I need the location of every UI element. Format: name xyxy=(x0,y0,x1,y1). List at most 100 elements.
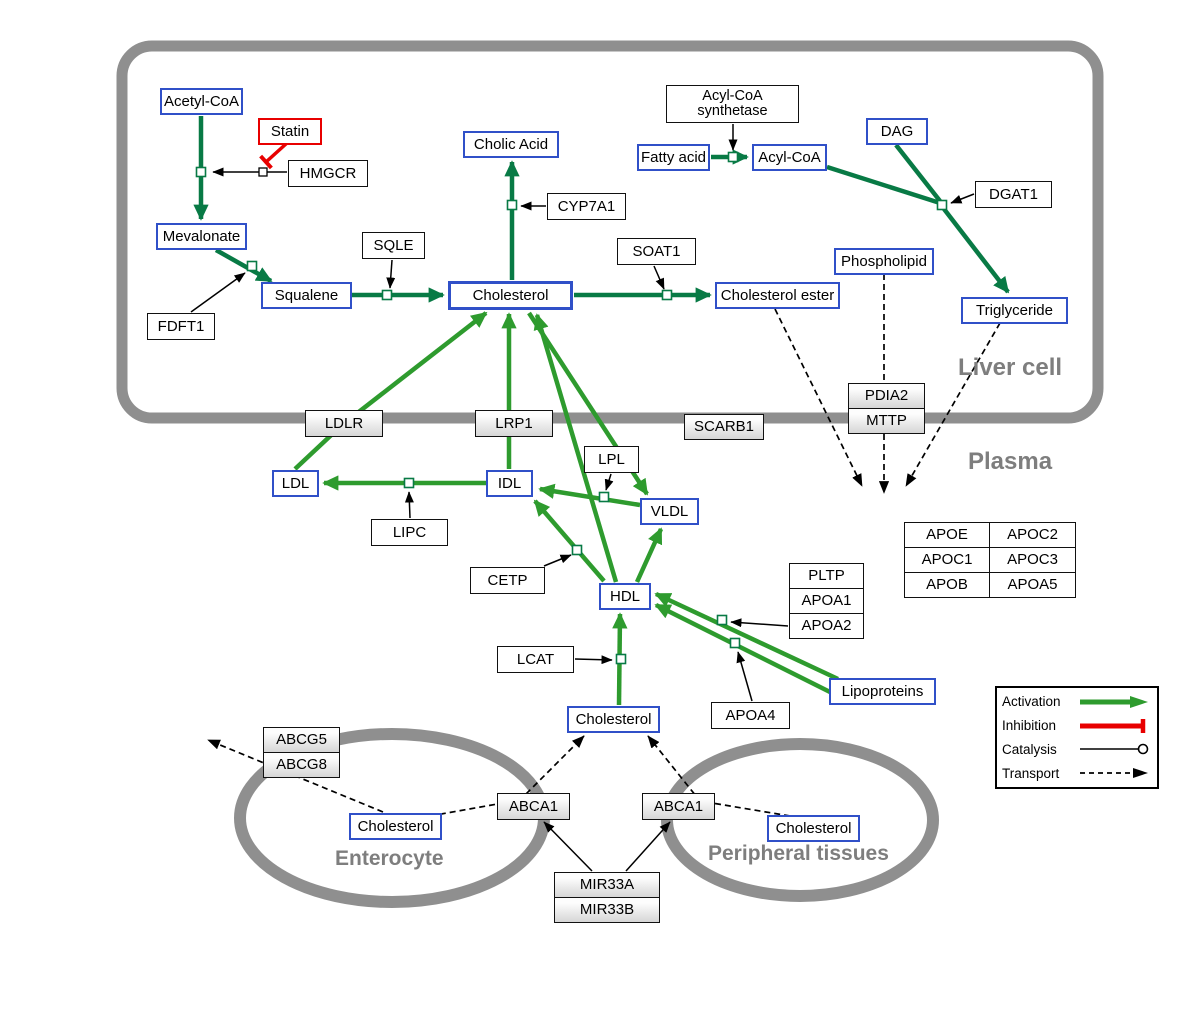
edge-triglyceride-to-plasma xyxy=(905,322,1001,487)
edge-dgat1-catalysis xyxy=(950,193,975,204)
node-abca1-enterocyte[interactable]: ABCA1 xyxy=(497,793,570,820)
node-phospholipid[interactable]: Phospholipid xyxy=(834,248,934,275)
node-acyl-coa[interactable]: Acyl-CoA xyxy=(752,144,827,171)
node-pdia2[interactable]: PDIA2 xyxy=(848,383,925,409)
node-vldl[interactable]: VLDL xyxy=(640,498,699,525)
node-scarb1[interactable]: SCARB1 xyxy=(684,414,764,440)
node-idl[interactable]: IDL xyxy=(486,470,533,497)
node-mevalonate[interactable]: Mevalonate xyxy=(156,223,247,250)
node-cholesterol-liver[interactable]: Cholesterol xyxy=(448,281,573,310)
edge-cetp-catalysis xyxy=(543,554,572,567)
node-apoa2[interactable]: APOA2 xyxy=(789,613,864,639)
liver-cell-outline xyxy=(116,40,1104,424)
apo-table-cell-apoe[interactable]: APOE xyxy=(904,522,990,548)
node-cholic-acid[interactable]: Cholic Acid xyxy=(463,131,559,158)
edge-lcat-catalysis xyxy=(574,655,613,665)
edge-mir33-to-abca1-left xyxy=(543,821,593,872)
node-cholesterol-ester[interactable]: Cholesterol ester xyxy=(715,282,840,309)
node-statin[interactable]: Statin xyxy=(258,118,322,145)
node-acyl-coa-synthetase[interactable]: Acyl-CoA synthetase xyxy=(666,85,799,123)
legend-activation-label: Activation xyxy=(1002,694,1061,710)
node-acetyl-coa[interactable]: Acetyl-CoA xyxy=(160,88,243,115)
node-dag[interactable]: DAG xyxy=(866,118,928,145)
acs-line2: synthetase xyxy=(697,103,768,119)
apo-table-cell-apoc1[interactable]: APOC1 xyxy=(904,547,990,573)
inhibition-tbar-icon xyxy=(1080,718,1146,733)
edge-hdl-to-vldl xyxy=(634,527,664,583)
edge-lipc-catalysis xyxy=(404,491,414,519)
node-fdft1[interactable]: FDFT1 xyxy=(147,313,215,340)
node-hdl[interactable]: HDL xyxy=(599,583,651,610)
node-lipc[interactable]: LIPC xyxy=(371,519,448,546)
node-abca1-peripheral[interactable]: ABCA1 xyxy=(642,793,715,820)
legend-transport-label: Transport xyxy=(1002,765,1060,781)
apo-table-cell-apob[interactable]: APOB xyxy=(904,572,990,598)
node-lipoproteins[interactable]: Lipoproteins xyxy=(829,678,936,705)
legend-catalysis-label: Catalysis xyxy=(1002,741,1057,757)
edge-cholester-to-plasma xyxy=(774,308,863,487)
node-cetp[interactable]: CETP xyxy=(470,567,545,594)
edge-vldl-to-idl xyxy=(538,483,641,508)
node-mttp[interactable]: MTTP xyxy=(848,408,925,434)
legend-row-inhibition: Inhibition xyxy=(1002,714,1152,738)
node-fatty-acid[interactable]: Fatty acid xyxy=(637,144,710,171)
edge-ldl-ldlr-cholesterol xyxy=(293,311,488,471)
edge-mir33-to-abca1-right xyxy=(625,821,671,872)
label-liver-cell: Liver cell xyxy=(958,354,1063,381)
edge-sqle-catalysis xyxy=(386,259,396,289)
node-mir33a[interactable]: MIR33A xyxy=(554,872,660,898)
edge-lipoproteins-to-hdl-2 xyxy=(654,602,852,705)
node-soat1[interactable]: SOAT1 xyxy=(617,238,696,265)
apo-table-cell-apoc3[interactable]: APOC3 xyxy=(989,547,1076,573)
node-cyp7a1[interactable]: CYP7A1 xyxy=(547,193,626,220)
catalysis-circle-icon xyxy=(1080,744,1149,755)
node-dgat1[interactable]: DGAT1 xyxy=(975,181,1052,208)
legend-row-transport: Transport xyxy=(1002,761,1152,785)
node-apoa4[interactable]: APOA4 xyxy=(711,702,790,729)
node-lpl[interactable]: LPL xyxy=(584,446,639,473)
catalysis-edges xyxy=(190,124,975,872)
legend: Activation Inhibition Catalysis Transpor… xyxy=(995,686,1159,789)
node-ldlr[interactable]: LDLR xyxy=(305,410,383,437)
node-hmgcr[interactable]: HMGCR xyxy=(288,160,368,187)
legend-row-catalysis: Catalysis xyxy=(1002,738,1152,762)
node-lcat[interactable]: LCAT xyxy=(497,646,574,673)
node-pltp[interactable]: PLTP xyxy=(789,563,864,589)
label-enterocyte: Enterocyte xyxy=(335,847,444,870)
node-abcg5[interactable]: ABCG5 xyxy=(263,727,340,753)
edge-acylcoa-to-junction xyxy=(826,164,941,206)
transport-dashed-arrow-icon xyxy=(1080,768,1148,779)
node-abcg8[interactable]: ABCG8 xyxy=(263,752,340,778)
apo-table-cell-apoc2[interactable]: APOC2 xyxy=(989,522,1076,548)
node-lrp1[interactable]: LRP1 xyxy=(475,410,553,437)
apo-table-cell-apoa5[interactable]: APOA5 xyxy=(989,572,1076,598)
reaction-nodes xyxy=(195,151,948,665)
catalysis-junction-node xyxy=(258,167,268,177)
label-peripheral-tissues: Peripheral tissues xyxy=(708,842,889,865)
legend-inhibition-label: Inhibition xyxy=(1002,718,1057,734)
edge-lipoproteins-to-hdl-1 xyxy=(654,591,839,682)
node-apoa1[interactable]: APOA1 xyxy=(789,588,864,614)
legend-row-activation: Activation xyxy=(1002,690,1152,714)
edge-junction-triglyceride xyxy=(942,207,1010,294)
edge-hdl-to-liver-cholesterol xyxy=(533,313,619,583)
label-plasma: Plasma xyxy=(968,448,1053,475)
acs-line1: Acyl-CoA xyxy=(702,87,763,104)
node-sqle[interactable]: SQLE xyxy=(362,232,425,259)
edge-lpl-catalysis xyxy=(604,473,614,491)
node-triglyceride[interactable]: Triglyceride xyxy=(961,297,1068,324)
edge-statin-inhibits-hmgcr xyxy=(259,141,289,170)
node-cholesterol-plasma[interactable]: Cholesterol xyxy=(567,706,660,733)
edge-dag-to-junction xyxy=(894,143,942,203)
edge-fdft1-catalysis xyxy=(190,272,246,313)
node-ldl[interactable]: LDL xyxy=(272,470,319,497)
node-cholesterol-peripheral[interactable]: Cholesterol xyxy=(767,815,860,842)
edge-mevalonate-squalene xyxy=(214,248,273,283)
node-mir33b[interactable]: MIR33B xyxy=(554,897,660,923)
node-cholesterol-enterocyte[interactable]: Cholesterol xyxy=(349,813,442,840)
node-squalene[interactable]: Squalene xyxy=(261,282,352,309)
edge-apo-stack-catalysis xyxy=(730,618,789,628)
edge-apoa4-catalysis xyxy=(736,651,753,702)
